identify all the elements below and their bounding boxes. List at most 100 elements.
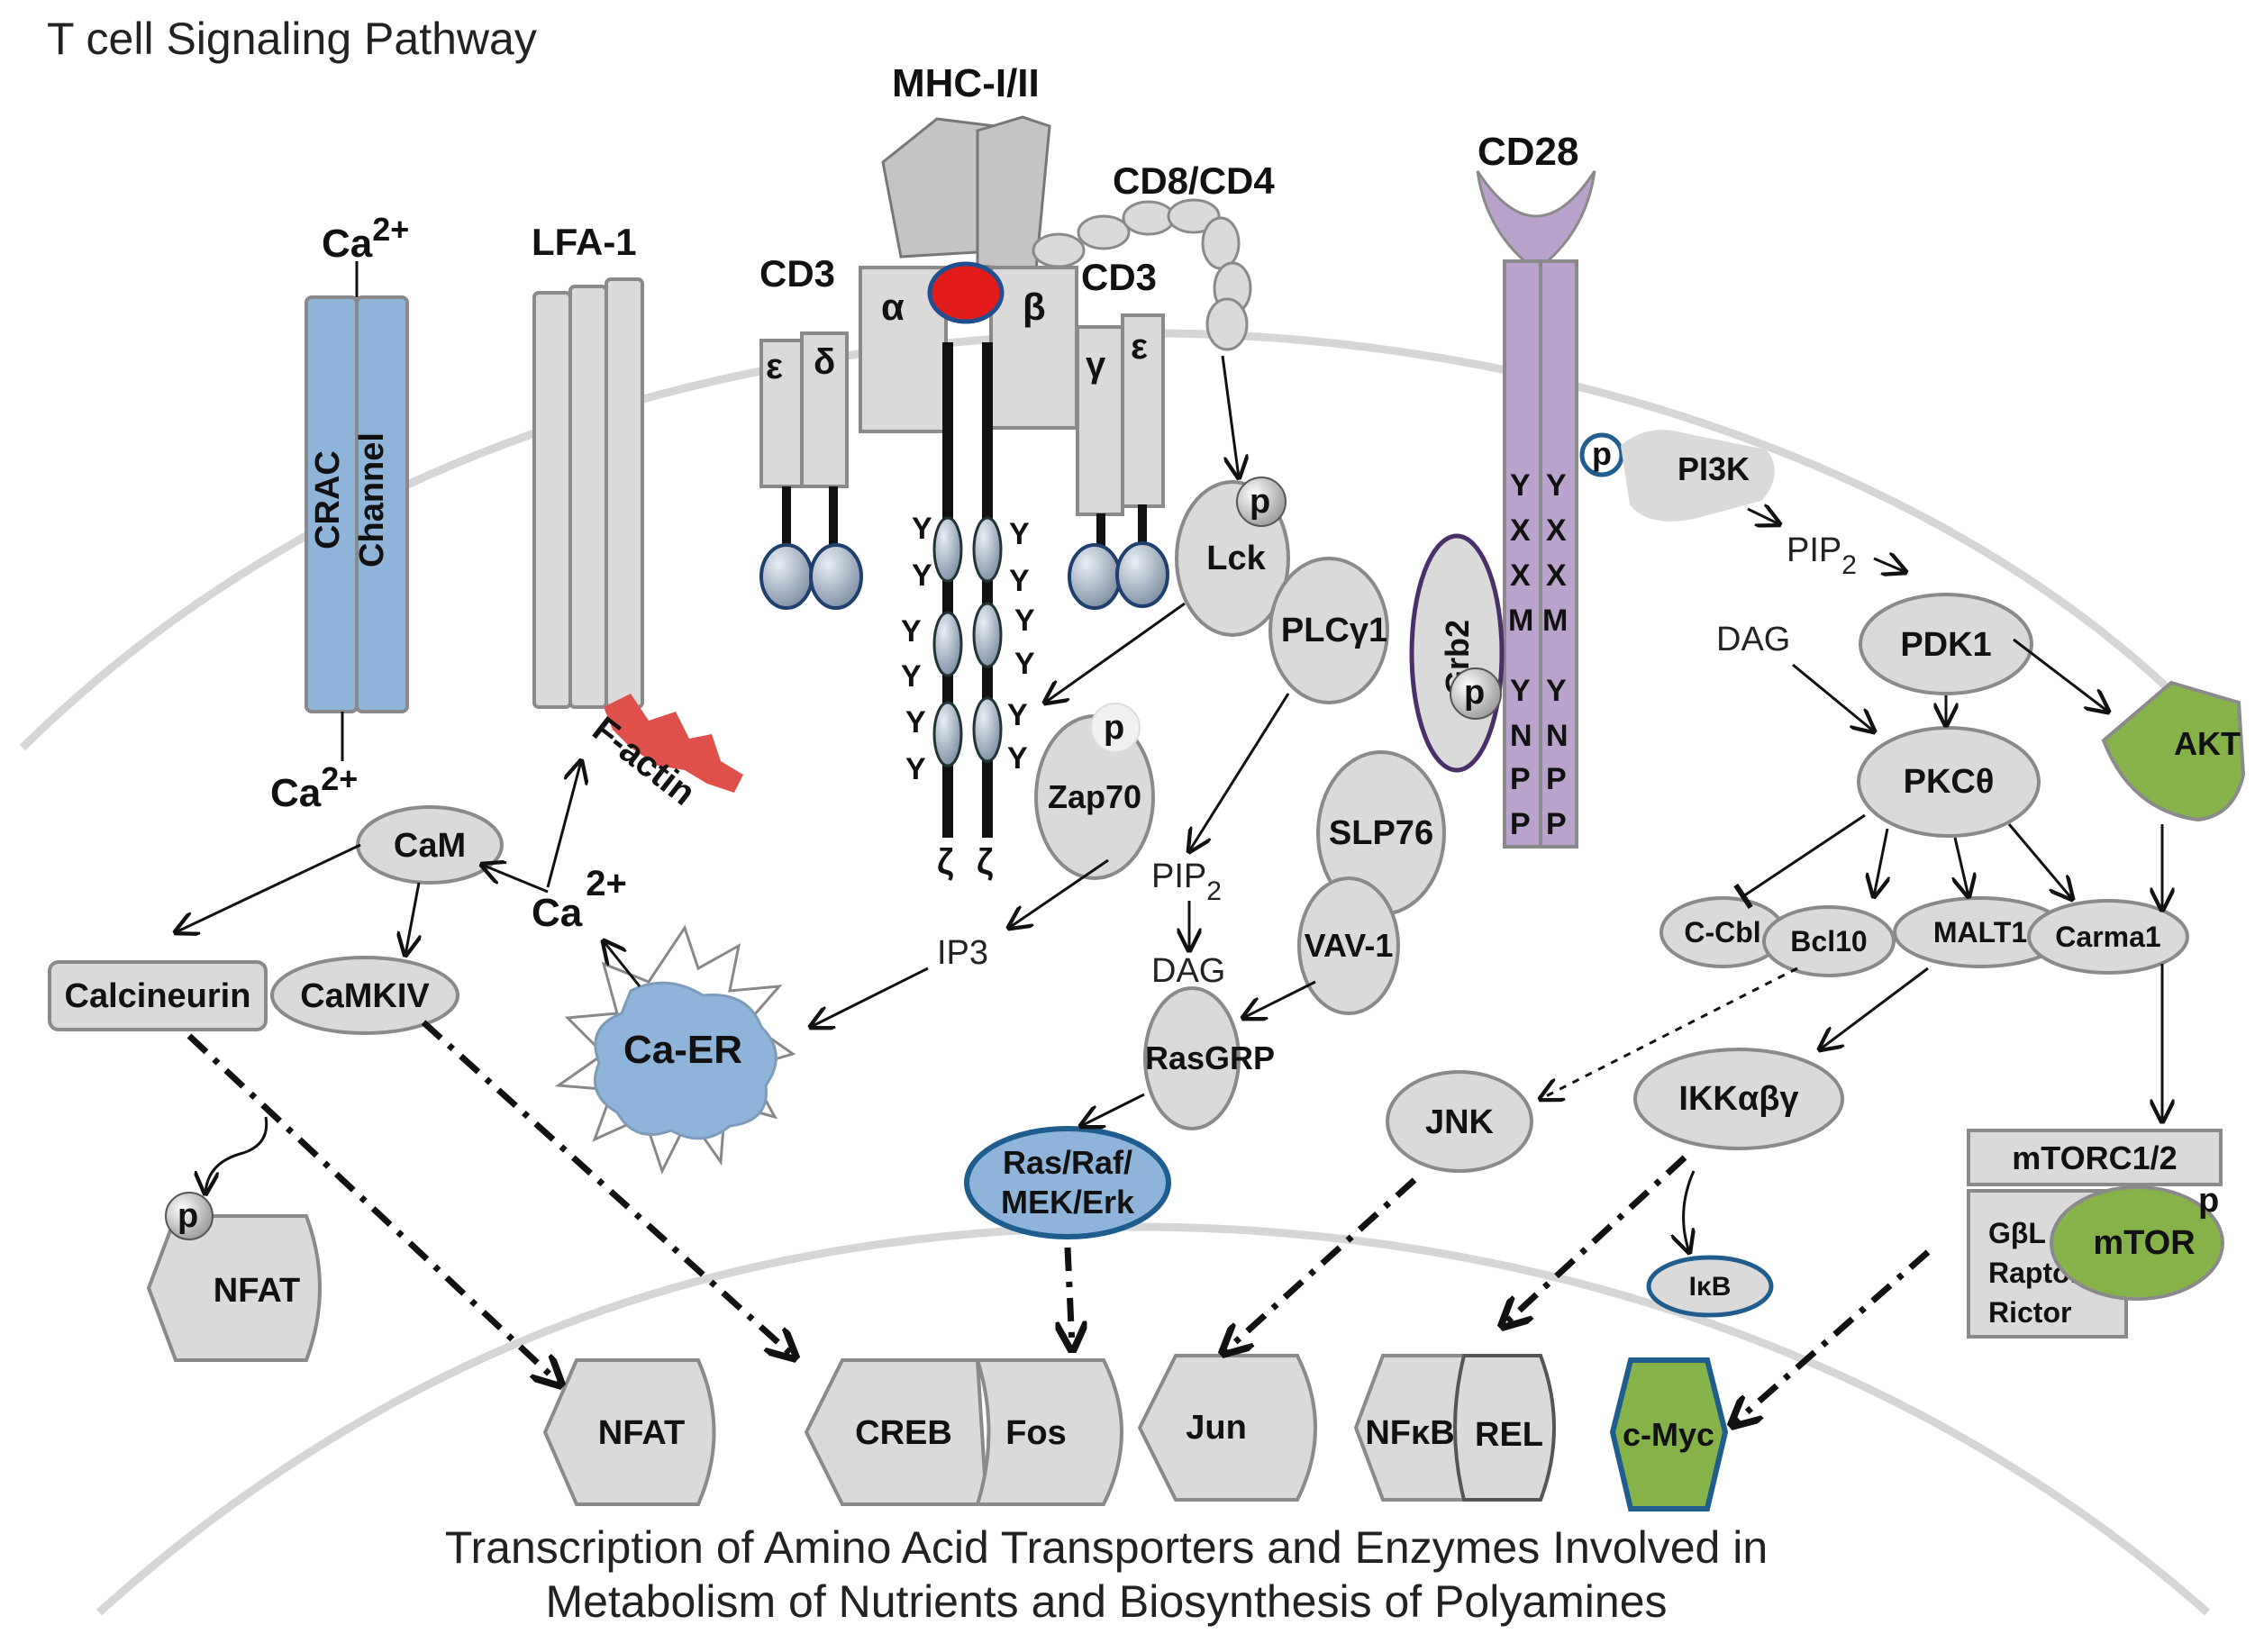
mtor-node[interactable] — [2050, 1185, 2224, 1301]
bcl10-label: Bcl10 — [1790, 925, 1867, 958]
grb2-phospho — [1450, 667, 1502, 720]
jnk-node[interactable] — [1386, 1070, 1533, 1173]
bcl10-node[interactable] — [1762, 905, 1896, 977]
cd3-left-label: CD3 — [759, 252, 835, 295]
cd28-label: CD28 — [1478, 130, 1579, 174]
ca-er-label: Ca-ER — [623, 1028, 742, 1072]
dag-center-label: DAG — [1151, 952, 1225, 990]
c-myc-node[interactable] — [1609, 1357, 1729, 1511]
gamma-label: γ — [1086, 345, 1106, 385]
crac-channel: CRAC Channel — [305, 261, 409, 761]
pip2-right-label: PIP2 — [1787, 531, 1857, 580]
ikk-label: IKKαβγ — [1678, 1080, 1798, 1118]
vav1-label: VAV-1 — [1305, 927, 1394, 964]
beta-label: β — [1023, 286, 1046, 328]
zap70-label: Zap70 — [1048, 778, 1141, 815]
pkc-theta-node[interactable] — [1857, 726, 2041, 838]
alpha-label: α — [881, 286, 905, 328]
lck-p-label: p — [1250, 483, 1270, 521]
cd3-epsilon-left — [759, 339, 804, 488]
jun-label: Jun — [1186, 1409, 1247, 1447]
svg-text:M: M — [1542, 604, 1568, 638]
svg-text:X: X — [1510, 513, 1531, 548]
calcineurin-node[interactable] — [48, 960, 268, 1031]
nuclear-translocation-arrows — [186, 1020, 1931, 1423]
svg-text:Y: Y — [1510, 468, 1531, 503]
rasgrp-label: RasGRP — [1145, 1039, 1275, 1076]
cd28-receptor — [1476, 170, 1596, 849]
crac-label-2: Channel — [353, 432, 391, 567]
rel-node[interactable] — [1453, 1354, 1556, 1502]
ikk-node[interactable] — [1633, 1048, 1844, 1150]
svg-text:Y: Y — [1546, 674, 1567, 708]
ikb-node[interactable] — [1646, 1255, 1774, 1318]
cd8-cd4-label: CD8/CD4 — [1113, 159, 1275, 202]
malt1-label: MALT1 — [1933, 916, 2027, 949]
ras-label-2: MEK/Erk — [1001, 1184, 1135, 1221]
camkiv-node[interactable] — [270, 956, 459, 1035]
lck-label: Lck — [1206, 540, 1266, 577]
lfa1-label: LFA-1 — [532, 221, 637, 263]
pkc-theta-label: PKCθ — [1904, 763, 1995, 801]
fos-node[interactable] — [975, 1358, 1123, 1506]
zeta-tyrosines: YY YY YY YY YY YY — [901, 512, 1035, 786]
zap70-p-label: p — [1104, 709, 1124, 747]
akt-node[interactable] — [2101, 680, 2246, 822]
grb2-p-label: p — [1464, 674, 1485, 712]
carma1-node[interactable] — [2027, 899, 2189, 975]
svg-text:P: P — [1546, 807, 1567, 841]
nfat-cytoplasmic-node[interactable] — [146, 1214, 322, 1362]
ip3-label: IP3 — [937, 934, 988, 972]
svg-text:N: N — [1510, 719, 1532, 753]
nfkb-node[interactable] — [1353, 1354, 1470, 1502]
nfat-phospho — [165, 1192, 214, 1240]
jun-node[interactable] — [1137, 1354, 1317, 1502]
nfat-nuclear-node[interactable] — [542, 1358, 716, 1506]
mtorc-header — [1967, 1129, 2223, 1186]
pi3k-label: PI3K — [1678, 450, 1750, 487]
cd3-delta — [800, 331, 849, 488]
pi3k-node[interactable] — [1620, 430, 1775, 522]
lck-phospho — [1236, 477, 1287, 527]
mtor-label: mTOR — [2093, 1224, 2195, 1262]
ras-raf-mek-erk-node[interactable] — [964, 1126, 1171, 1239]
svg-text:Y: Y — [905, 705, 926, 740]
zeta-label-1: ζ — [937, 842, 953, 882]
svg-text:Y: Y — [901, 614, 922, 649]
c-myc-label: c-Myc — [1623, 1416, 1714, 1453]
svg-text:P: P — [1546, 762, 1567, 796]
diagram-title: T cell Signaling Pathway — [47, 14, 537, 64]
akt-label: AKT — [2174, 725, 2241, 762]
epsilon-right-label: ε — [1131, 327, 1148, 367]
creb-node[interactable] — [804, 1358, 989, 1506]
pi3k-phospho — [1579, 432, 1624, 477]
svg-text:N: N — [1546, 719, 1568, 753]
fos-label: Fos — [1005, 1414, 1067, 1452]
lfa1-receptor — [532, 277, 644, 709]
pi3k-p-label: p — [1592, 435, 1612, 472]
ca-mid-label: Ca2+ — [532, 864, 627, 935]
cam-label: CaM — [394, 827, 466, 865]
c-cbl-label: C-Cbl — [1684, 916, 1760, 949]
ca-er-store — [554, 924, 796, 1175]
svg-text:Y: Y — [912, 558, 932, 593]
cd3-right-itams — [1068, 504, 1169, 610]
footer-line-1: Transcription of Amino Acid Transporters… — [445, 1522, 1768, 1573]
ikb-label: IκB — [1689, 1272, 1732, 1302]
plcg1-node[interactable] — [1268, 557, 1389, 704]
gbl-label: GβL — [1988, 1217, 2046, 1249]
svg-text:Y: Y — [912, 512, 932, 546]
svg-text:Y: Y — [905, 752, 926, 786]
nfat-cytoplasmic-label: NFAT — [214, 1272, 300, 1310]
svg-text:Y: Y — [1007, 741, 1028, 776]
svg-text:X: X — [1546, 558, 1567, 593]
rasgrp-node[interactable] — [1143, 986, 1241, 1130]
svg-text:Y: Y — [1014, 647, 1035, 681]
vav1-node[interactable] — [1297, 876, 1400, 1015]
calcineurin-label: Calcineurin — [65, 977, 251, 1015]
cd8-cd4-coreceptor — [1032, 198, 1252, 351]
rictor-label: Rictor — [1988, 1296, 2071, 1329]
pdk1-node[interactable] — [1859, 593, 2033, 695]
antigen-peptide — [927, 261, 1005, 324]
